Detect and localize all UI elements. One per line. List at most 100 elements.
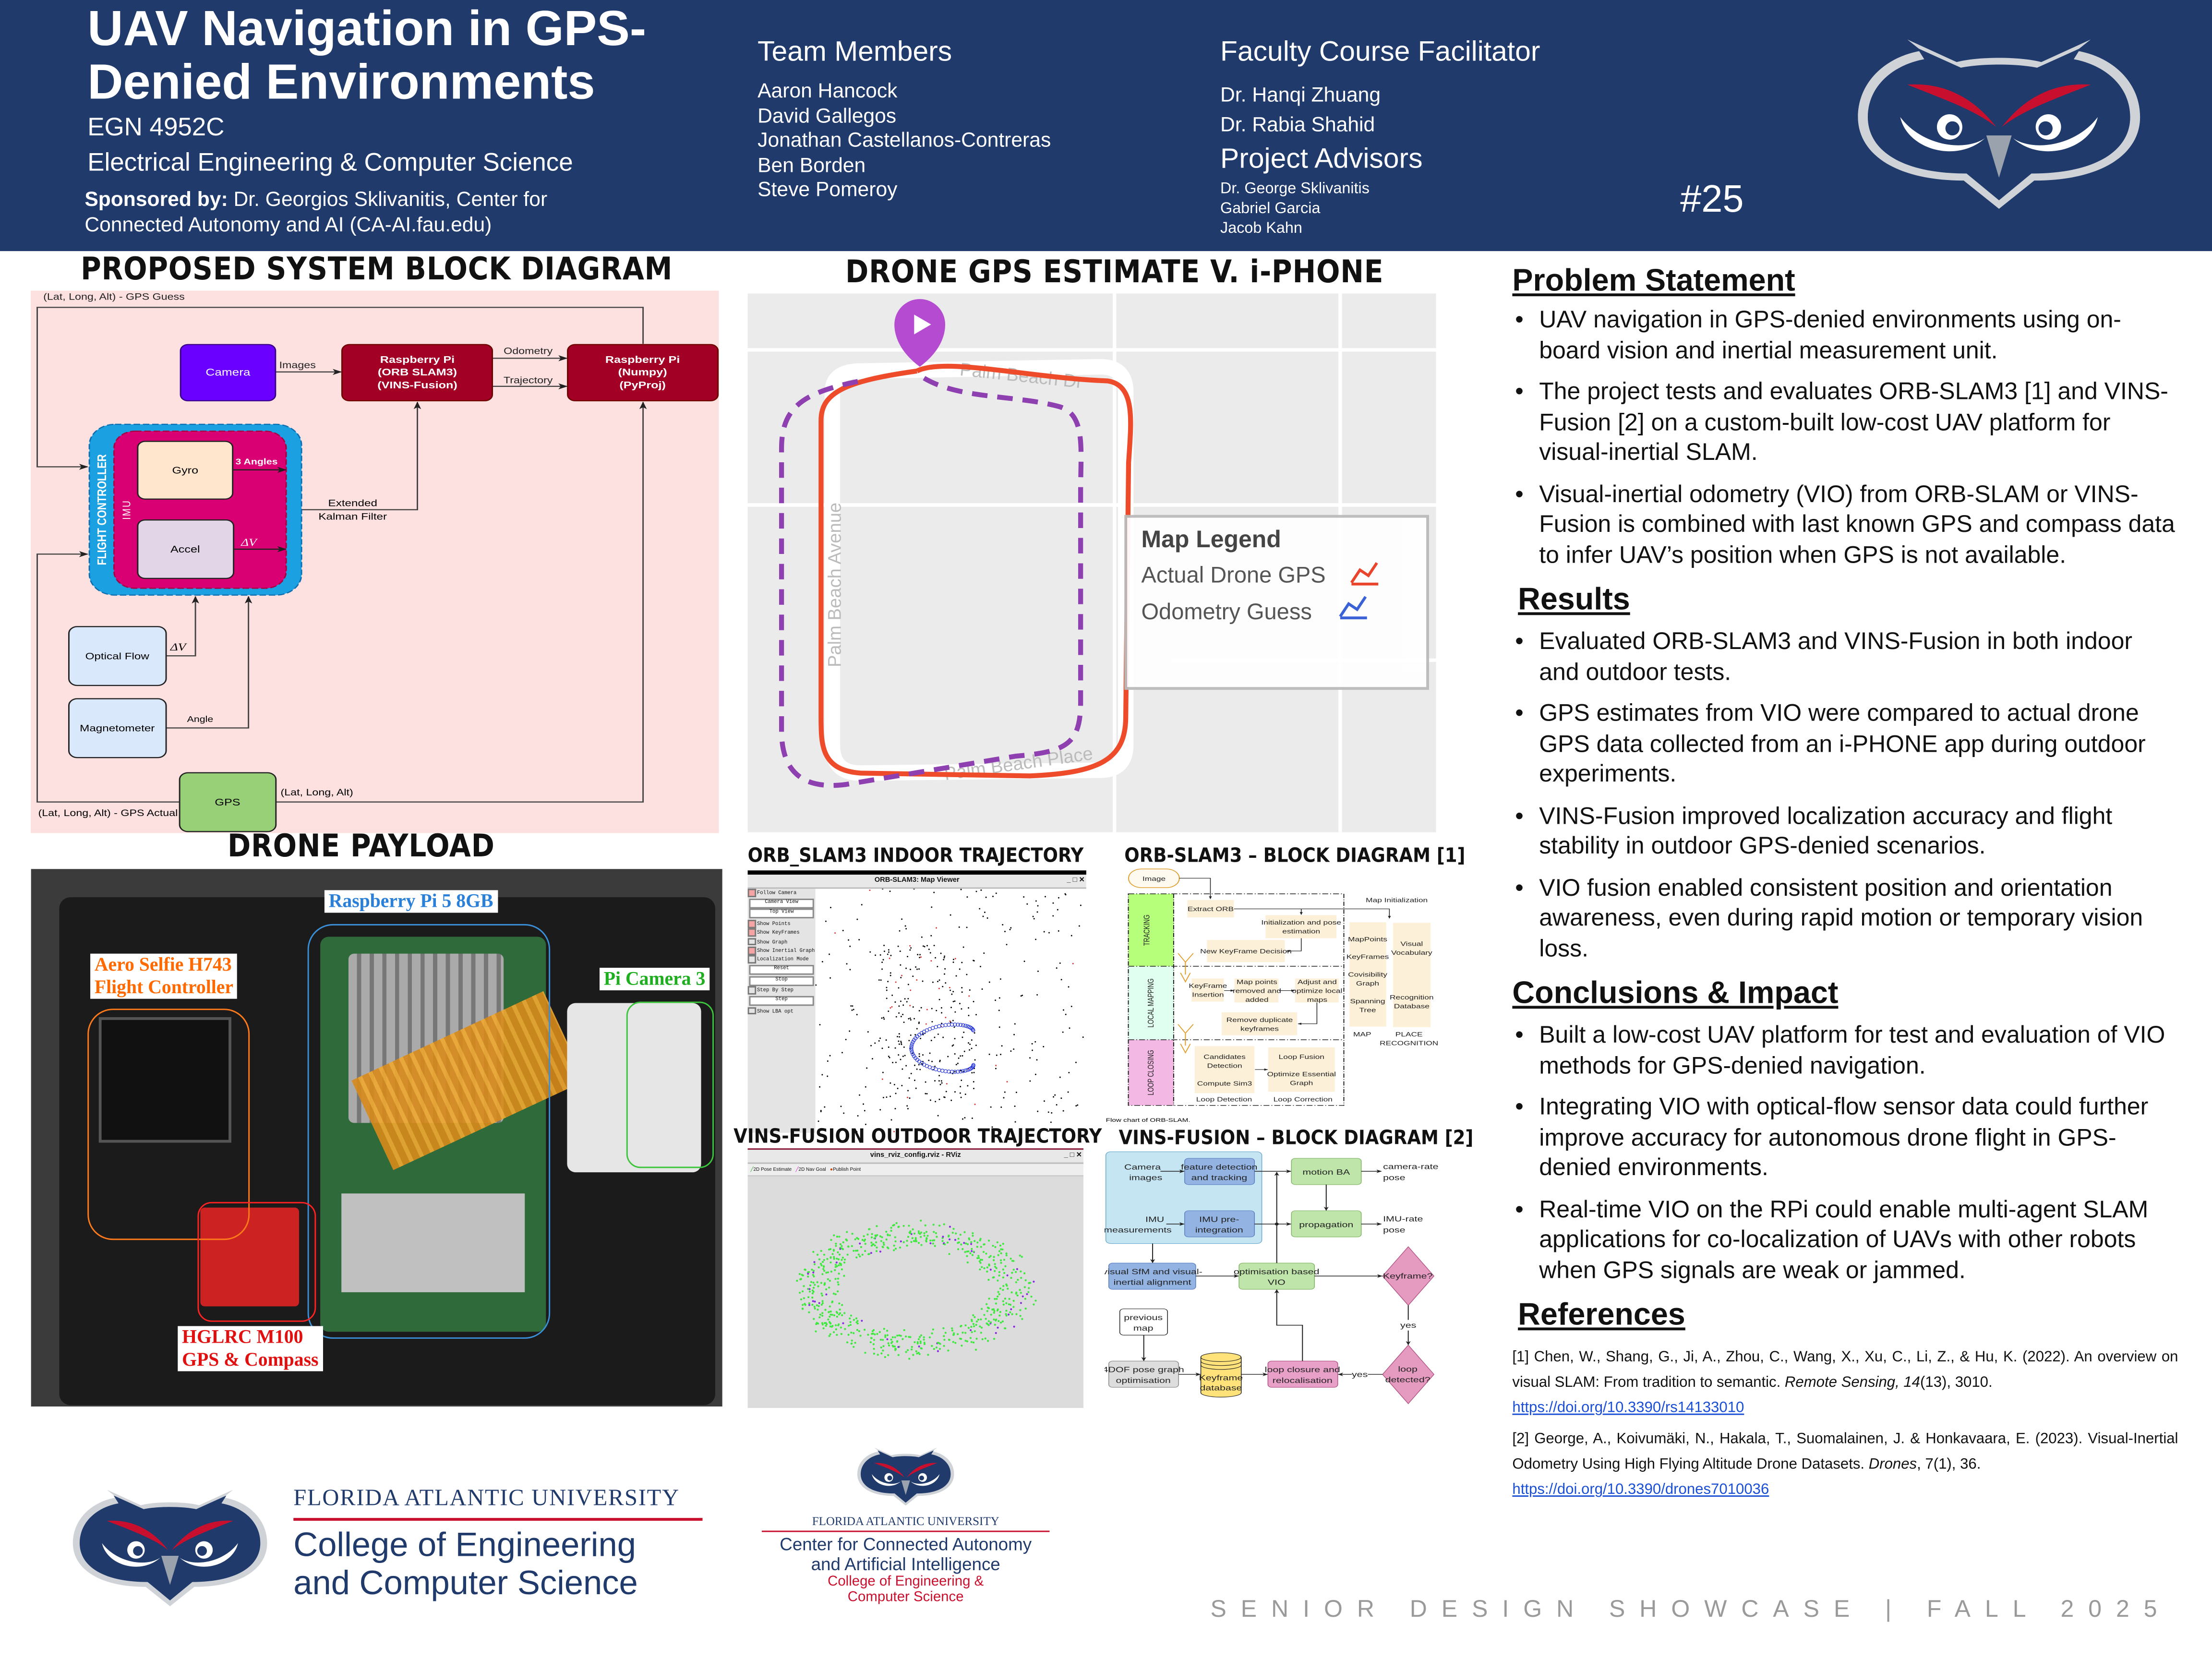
viewer-checkbox[interactable]: Follow Camera (747, 889, 816, 898)
viewer-checkbox[interactable]: Show Graph (747, 938, 816, 947)
trajectory-point (920, 1231, 923, 1234)
viewer-button[interactable]: Step (749, 996, 814, 1007)
map-point (971, 1039, 973, 1041)
trajectory-point (834, 1269, 836, 1271)
conclusions-bullet: Built a low-cost UAV platform for test a… (1512, 1020, 2178, 1081)
map-point (973, 1081, 974, 1082)
viewer-checkbox[interactable]: Show Inertial Graph (747, 946, 816, 956)
accel-label: Accel (170, 543, 200, 554)
map-point (954, 1000, 956, 1002)
keyframe-marker (953, 1070, 957, 1074)
checkbox-icon[interactable] (747, 920, 756, 928)
checkbox-icon[interactable] (747, 1007, 756, 1015)
trajectory-point (840, 1262, 842, 1265)
trajectory-point (1006, 1285, 1008, 1287)
map-point (1037, 970, 1039, 972)
trajectory-point (887, 1354, 890, 1356)
map-point (875, 954, 877, 956)
tool-publish-point[interactable]: Publish Point (832, 1166, 861, 1173)
trajectory-point (829, 1333, 831, 1335)
diagram-label: Remove duplicate (1226, 1017, 1292, 1023)
trajectory-point (798, 1273, 801, 1275)
trajectory-point (937, 1350, 939, 1352)
trajectory-point (855, 1256, 858, 1259)
map-point (942, 986, 944, 987)
delta-v-label: ΔV (240, 537, 258, 548)
diagram-label: KeyFrames (1346, 954, 1389, 961)
map-point (901, 1084, 903, 1086)
trajectory-point (831, 1253, 834, 1255)
map-point (1059, 1076, 1061, 1078)
trajectory-point (891, 1336, 894, 1338)
trajectory-point (1006, 1274, 1009, 1276)
map-point (1062, 1110, 1064, 1112)
tool-nav-goal[interactable]: 2D Nav Goal (798, 1166, 826, 1173)
results-list: Evaluated ORB-SLAM3 and VINS-Fusion in b… (1512, 626, 2178, 963)
doi-link[interactable]: https://doi.org/10.3390/rs14133010 (1512, 1399, 1744, 1417)
trajectory-point (1022, 1295, 1024, 1298)
map-point (864, 1110, 866, 1112)
line-chart-icon (1350, 562, 1378, 584)
trajectory-point (873, 1352, 876, 1355)
keyframe-marker (956, 1070, 960, 1074)
sponsor-label: Sponsored by: (84, 189, 228, 212)
map-point (990, 1106, 992, 1108)
trajectory-point (908, 1225, 910, 1227)
map-point (1056, 967, 1058, 969)
trajectory-point (887, 1342, 890, 1345)
trajectory-point (998, 1320, 1000, 1322)
trajectory-point (995, 1318, 998, 1321)
viewer-button[interactable]: Camera View (749, 898, 814, 909)
diagram-label: Database (1394, 1003, 1429, 1010)
trajectory-point (971, 1250, 973, 1252)
map-point (938, 998, 940, 1000)
viewer-checkbox[interactable]: Step By Step (747, 986, 816, 996)
map-point (906, 1105, 908, 1107)
trajectory-point (851, 1245, 853, 1247)
checkbox-icon[interactable] (747, 946, 756, 955)
map-point (938, 1098, 940, 1100)
checkbox-icon[interactable] (747, 928, 756, 937)
trajectory-point (823, 1266, 825, 1268)
diagram-label: yes (1351, 1371, 1367, 1379)
fau-owl-logo-icon (857, 1447, 954, 1506)
map-point (881, 962, 883, 963)
map-point (916, 979, 918, 981)
map-point (916, 1068, 918, 1070)
keyframe-marker (956, 1022, 960, 1027)
checkbox-icon[interactable] (747, 889, 756, 897)
map-point (958, 1057, 960, 1059)
viewer-button[interactable]: Reset (749, 965, 814, 975)
viewer-checkbox[interactable]: Localization Mode (747, 955, 816, 964)
trajectory-point (966, 1250, 968, 1253)
map-point (897, 945, 899, 947)
viewer-checkbox[interactable]: Show KeyFrames (747, 928, 816, 938)
trajectory-point (998, 1271, 1000, 1274)
map-point (891, 994, 893, 996)
viewer-checkbox[interactable]: Show LBA opt (747, 1007, 816, 1016)
trajectory-point (880, 1346, 882, 1349)
viewer-button[interactable]: Stop (749, 975, 814, 986)
diagram-label: Map points (1236, 979, 1277, 986)
trajectory-point (846, 1253, 849, 1256)
map-point (1056, 1104, 1058, 1106)
checkbox-icon[interactable] (747, 938, 756, 946)
system-diagram-title: PROPOSED SYSTEM BLOCK DIAGRAM (81, 252, 673, 288)
map-point (1035, 938, 1037, 940)
trajectory-point (933, 1239, 936, 1241)
trajectory-point (836, 1334, 838, 1336)
doi-link[interactable]: https://doi.org/10.3390/drones7010036 (1512, 1481, 1769, 1499)
viewer-button[interactable]: Top View (749, 909, 814, 919)
window-controls[interactable]: _ □ ✕ (1067, 876, 1085, 885)
map-point (991, 1126, 993, 1128)
map-point (963, 1050, 965, 1052)
checkbox-icon[interactable] (747, 955, 756, 963)
window-controls[interactable]: _ □ ✕ (1064, 1151, 1082, 1160)
tool-pose-estimate[interactable]: 2D Pose Estimate (753, 1166, 792, 1173)
trajectory-point (822, 1327, 825, 1330)
map-point (952, 959, 954, 961)
checkbox-icon[interactable] (747, 986, 756, 995)
viewer-checkbox[interactable]: Show Points (747, 920, 816, 929)
diagram-label: TRACKING (1142, 914, 1151, 946)
